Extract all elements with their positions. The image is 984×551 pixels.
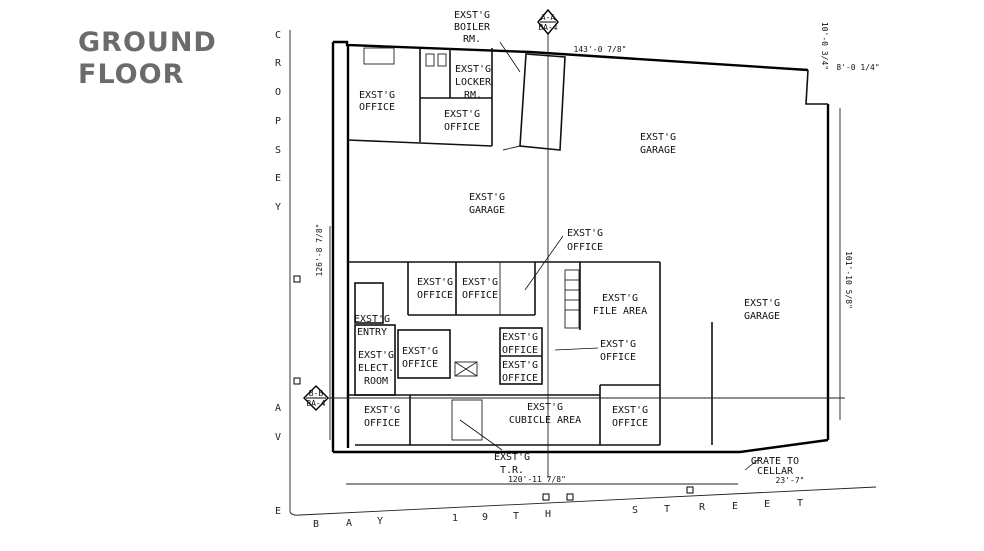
svg-text:9: 9 bbox=[482, 512, 488, 523]
svg-text:T: T bbox=[797, 498, 803, 509]
street-line-south bbox=[289, 486, 877, 516]
svg-text:C: C bbox=[275, 30, 281, 41]
svg-text:S: S bbox=[632, 505, 638, 516]
dimension-right: 101'-10 5/8" bbox=[844, 251, 853, 309]
svg-text:Y: Y bbox=[377, 516, 383, 527]
dimension-left: 126'-8 7/8" bbox=[315, 224, 324, 277]
svg-text:H: H bbox=[545, 509, 551, 520]
floor-title-line1: GROUND bbox=[78, 27, 217, 58]
svg-text:T: T bbox=[664, 504, 670, 515]
svg-text:E: E bbox=[764, 499, 770, 510]
svg-text:T: T bbox=[513, 511, 519, 522]
svg-text:Y: Y bbox=[275, 202, 281, 213]
dimension-top-right-2: 8'-0 1/4" bbox=[836, 63, 879, 72]
dimension-top-right-1: 10'-0 3/4" bbox=[820, 22, 829, 70]
svg-text:1: 1 bbox=[452, 513, 458, 524]
street-markers bbox=[293, 275, 694, 501]
section-aa-bottom: BA-4 bbox=[538, 23, 557, 32]
svg-text:V: V bbox=[275, 432, 281, 443]
street-name-south: B A Y 1 9 T H S T R E E T bbox=[313, 498, 803, 530]
svg-text:A: A bbox=[275, 403, 281, 414]
section-bb-top: B-B bbox=[309, 389, 324, 398]
svg-text:P: P bbox=[275, 116, 281, 127]
svg-text:E: E bbox=[732, 501, 738, 512]
svg-text:R: R bbox=[699, 502, 706, 513]
svg-text:E: E bbox=[275, 173, 281, 184]
section-bb-bottom: BA-4 bbox=[306, 399, 325, 408]
svg-text:B: B bbox=[313, 519, 319, 530]
section-marker-aa: A-A BA-4 bbox=[537, 8, 559, 36]
dimension-bottom: 120'-11 7/8" bbox=[508, 475, 566, 484]
north-rooms bbox=[347, 47, 566, 151]
dimension-cellar: 23'-7" bbox=[776, 476, 805, 485]
leader-lines bbox=[459, 41, 761, 471]
svg-text:A: A bbox=[346, 518, 352, 529]
floor-title-line2: FLOOR bbox=[78, 59, 185, 90]
section-marker-bb: B-B BA-4 bbox=[303, 385, 329, 411]
section-aa-top: A-A bbox=[541, 13, 556, 22]
building-outline bbox=[331, 40, 830, 454]
street-name-west: C R O P S E Y A V E bbox=[275, 30, 282, 517]
svg-text:O: O bbox=[275, 87, 281, 98]
svg-text:S: S bbox=[275, 145, 281, 156]
svg-text:E: E bbox=[275, 506, 281, 517]
svg-text:R: R bbox=[275, 58, 282, 69]
middle-office-block bbox=[348, 261, 661, 446]
dimension-top: 143'-0 7/8" bbox=[574, 45, 627, 54]
